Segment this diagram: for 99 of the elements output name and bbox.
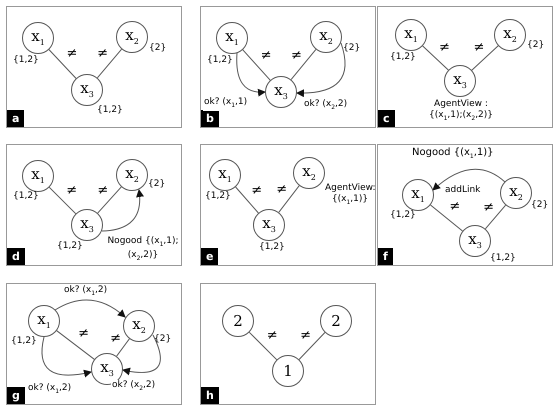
message-label: Nogood {(x$_{1}$,1)} [412,147,494,162]
edge-label: ≠ [290,50,303,61]
edge-label: ≠ [448,201,462,212]
variable-circle: x$_{2}$ [494,19,526,51]
panel-letter: a [7,110,24,127]
domain-label: {1,2} [390,210,416,221]
domain-label: {2} [148,179,166,190]
domain-label: {1,2} [13,55,39,66]
constraint-line [48,186,76,214]
variable-circle: 1 [272,355,304,387]
constraint-line [298,332,326,360]
variable-circle: x$_{2}$ [310,21,342,53]
panel-letter: g [7,387,25,404]
message-arrow [41,336,92,378]
panel-frame [377,6,553,128]
panel-letter: c [378,110,395,127]
variable-circle: x$_{3}$ [71,74,103,106]
variable-circle: x$_{2}$ [116,21,148,53]
variable-circle: x$_{3}$ [253,209,285,241]
domain-label: AgentView: {(x$_{1}$,1)} [325,183,375,208]
variable-circle: 2 [320,305,352,337]
variable-circle: x$_{1}$ [395,19,427,51]
constraint-line [116,338,130,357]
variable-circle: x$_{1}$ [22,22,54,54]
edge-label: ≠ [77,328,90,340]
constraint-line [430,204,463,232]
message-arrow [54,300,126,318]
domain-label: {1,2} [490,253,516,264]
constraint-line [484,204,506,230]
domain-label: {1,2} [11,336,37,347]
message-arrow [432,168,506,191]
message-arrow [102,189,144,232]
panel-letter: d [7,248,25,265]
variable-circle: x$_{3}$ [444,65,476,97]
variable-circle: x$_{2}$ [123,310,155,342]
edge-label: ≠ [66,48,78,60]
variable-circle: x$_{3}$ [265,76,297,108]
domain-label: {1,2} [97,105,123,116]
domain-label: AgentView : {(x$_{1}$,1);(x$_{2}$,2)} [428,99,494,124]
edge-label: ≠ [472,42,486,53]
message-arrow [236,52,266,96]
constraint-line [235,186,259,214]
constraint-line [97,186,122,214]
domain-label: {1,2} [57,241,83,252]
panel-frame [200,144,376,266]
panel-frame [200,6,376,128]
variable-circle: x$_{1}$ [28,305,60,337]
edge-label: ≠ [266,330,279,342]
edge-label: ≠ [299,330,312,342]
constraint-line [471,45,499,71]
edge-label: ≠ [96,48,110,60]
edge-label: ≠ [482,202,496,213]
domain-label: {1,2} [13,191,39,202]
domain-label: {2} [531,200,548,211]
panel-frame [200,283,376,405]
constraint-line [248,332,278,360]
edge-label: ≠ [260,50,273,61]
panel-frame [6,283,182,405]
domain-label: {2} [343,43,360,54]
constraint-line [242,49,271,81]
domain-label: {2} [527,40,544,51]
constraint-line [278,185,300,213]
edge-label: ≠ [275,184,288,196]
panel-frame [6,6,182,128]
variable-circle: x$_{1}$ [209,159,241,191]
edge-label: ≠ [109,332,122,344]
variable-circle: x$_{3}$ [459,225,491,257]
panel-frame [377,144,553,266]
panel-letter: h [201,387,219,404]
panel-letter: b [201,110,219,127]
panel-letter: e [201,248,218,265]
message-arrow [122,334,161,376]
domain-label: {1,2} [390,52,416,63]
variable-circle: x$_{2}$ [116,159,148,191]
variable-circle: x$_{2}$ [293,157,325,189]
variable-circle: x$_{1}$ [216,22,248,54]
constraint-line [290,48,316,80]
edge-label: ≠ [96,184,110,196]
constraint-line [422,46,449,70]
domain-label: {1,2} [205,191,231,202]
variable-circle: x$_{1}$ [402,179,434,211]
constraint-line [48,49,76,79]
variable-circle: 2 [222,305,254,337]
variable-circle: x$_{1}$ [22,160,54,192]
variable-circle: x$_{3}$ [71,209,103,241]
edge-label: ≠ [250,184,264,196]
message-arrow [296,42,346,97]
edge-label: ≠ [438,42,451,53]
panel-letter: f [378,248,393,265]
constraint-line [56,330,95,360]
panel-frame [6,144,182,266]
variable-circle: x$_{2}$ [500,177,532,209]
domain-label: {1,2} [259,242,285,253]
domain-label: {1,2} [207,55,233,66]
edge-label: ≠ [65,184,78,196]
constraint-line [96,48,122,78]
domain-label: {2} [149,43,166,54]
edge-label: ok? (x$_{1}$,1) [203,97,248,111]
domain-label: {2} [154,334,172,345]
